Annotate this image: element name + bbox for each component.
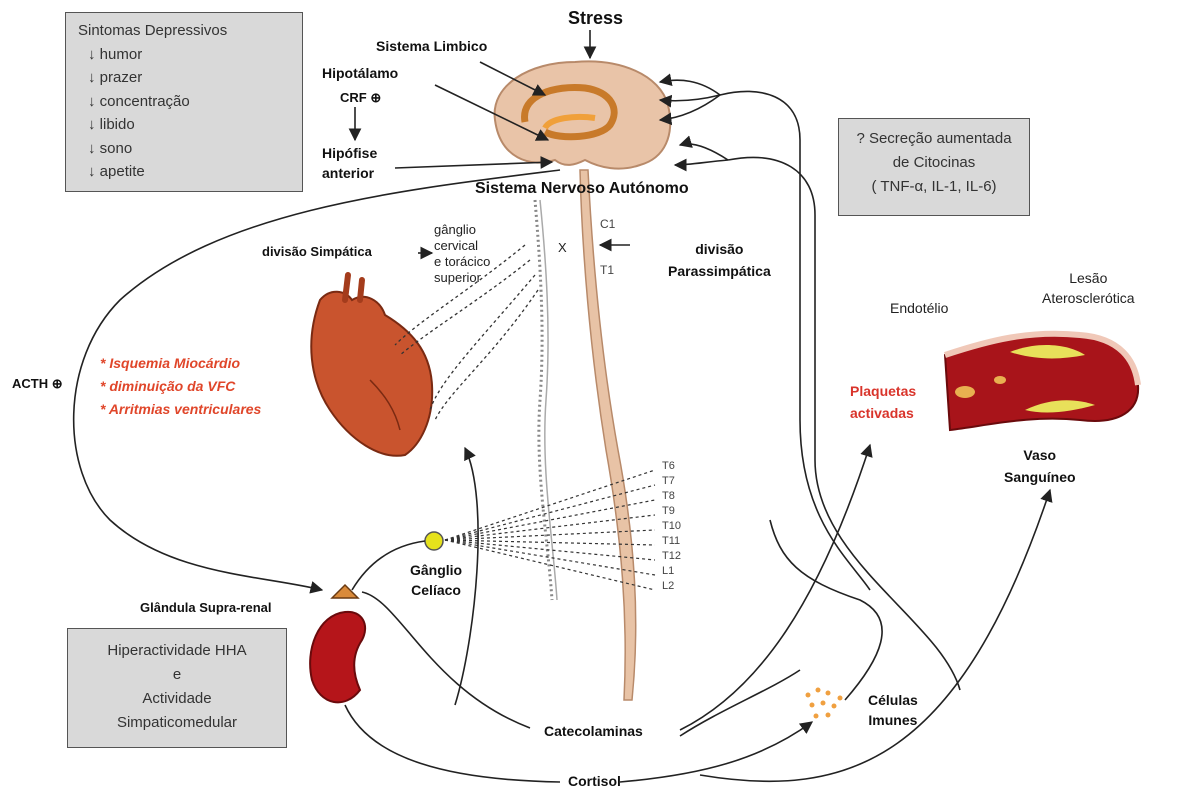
cytokines-box: ? Secreção aumentada de Citocinas ( TNF-… (838, 118, 1030, 216)
autonomic-nervous-system-label: Sistema Nervoso Autónomo (475, 180, 689, 198)
immune-cells-illustration (806, 688, 843, 719)
symptoms-list: ↓ humor ↓ prazer ↓ concentração ↓ libido… (78, 43, 302, 184)
ganglion-line: gânglio (434, 222, 490, 238)
celiac-ganglion-label: Gânglio Celíaco (410, 560, 462, 600)
cortisol-label: Cortisol (568, 773, 621, 789)
celiac-line: Celíaco (410, 580, 462, 600)
limbic-system-label: Sistema Limbico (376, 38, 487, 54)
symptom-label: libido (100, 116, 135, 133)
pituitary-line: Hipófise (322, 143, 377, 163)
symptom-label: humor (100, 46, 143, 63)
down-arrow-icon: ↓ (88, 46, 96, 63)
symptom-label: apetite (100, 163, 145, 180)
stress-label: Stress (568, 8, 623, 29)
symptoms-box: Sintomas Depressivos ↓ humor ↓ prazer ↓ … (65, 12, 303, 192)
heart-effect-item: * Isquemia Miocárdio (100, 352, 261, 375)
cytokines-line: de Citocinas (839, 151, 1029, 175)
hypothalamus-label: Hipotálamo (322, 65, 398, 81)
hha-box: Hiperactividade HHA e Actividade Simpati… (67, 628, 287, 748)
symptom-item: ↓ concentração (88, 90, 302, 114)
spinal-level-label: T1 (600, 263, 614, 277)
down-arrow-icon: ↓ (88, 140, 96, 157)
kidney-illustration (310, 585, 365, 702)
adrenal-gland-label: Glândula Supra-renal (140, 600, 271, 615)
blood-vessel-illustration (945, 334, 1138, 430)
platelets-line: Plaquetas (850, 380, 916, 402)
immune-line: Imunes (868, 710, 918, 730)
symptom-item: ↓ prazer (88, 66, 302, 90)
spinal-level-label: T10 (662, 520, 681, 532)
hha-line: Hiperactividade HHA (68, 639, 286, 663)
vessel-line: Vaso (1004, 444, 1076, 466)
ganglion-line: e torácico (434, 254, 490, 270)
parasympathetic-line: divisão (668, 238, 771, 260)
spinal-cord (580, 170, 636, 700)
symptom-label: sono (100, 140, 133, 157)
spinal-level-label: T9 (662, 505, 675, 517)
lesion-line: Lesão (1042, 268, 1135, 288)
symptoms-title: Sintomas Depressivos (78, 19, 302, 43)
heart-effect-item: * Arritmias ventriculares (100, 398, 261, 421)
brain-illustration (495, 61, 671, 168)
hha-line: e (68, 663, 286, 687)
symptom-item: ↓ humor (88, 43, 302, 67)
spinal-level-label: T12 (662, 550, 681, 562)
sympathetic-division-label: divisão Simpática (262, 244, 372, 259)
sympathetic-chain (535, 200, 552, 600)
cytokines-line: ( TNF-α, IL-1, IL-6) (839, 175, 1029, 199)
symptom-label: prazer (100, 69, 143, 86)
ganglion-line: superior (434, 270, 490, 286)
acth-label: ACTH ⊕ (12, 376, 63, 392)
immune-line: Células (868, 690, 918, 710)
ganglion-line: cervical (434, 238, 490, 254)
blood-vessel-label: Vaso Sanguíneo (1004, 444, 1076, 488)
symptom-item: ↓ libido (88, 113, 302, 137)
spinal-level-label: T11 (662, 535, 680, 547)
cervical-ganglion-label: gânglio cervical e torácico superior (434, 222, 490, 286)
pituitary-label: Hipófise anterior (322, 143, 377, 183)
symptom-label: concentração (100, 93, 190, 110)
immune-cells-label: Células Imunes (868, 690, 918, 730)
down-arrow-icon: ↓ (88, 69, 96, 86)
parasympathetic-division-label: divisão Parassimpática (668, 238, 771, 282)
spinal-level-label: T7 (662, 475, 675, 487)
spinal-level-label: L1 (662, 565, 674, 577)
platelets-line: activadas (850, 402, 916, 424)
endothelium-label: Endotélio (890, 300, 948, 316)
pituitary-line: anterior (322, 163, 377, 183)
heart-effect-item: * diminuição da VFC (100, 375, 261, 398)
spinal-level-label: L2 (662, 580, 674, 592)
hha-line: Actividade (68, 687, 286, 711)
celiac-ganglion (425, 532, 443, 550)
celiac-line: Gânglio (410, 560, 462, 580)
x-mark-label: X (558, 240, 567, 255)
atherosclerotic-lesion-label: Lesão Aterosclerótica (1042, 268, 1135, 308)
spinal-level-label: T8 (662, 490, 675, 502)
catecholamines-label: Catecolaminas (544, 723, 643, 739)
spinal-level-label: T6 (662, 460, 675, 472)
down-arrow-icon: ↓ (88, 163, 96, 180)
activated-platelets-label: Plaquetas activadas (850, 380, 916, 424)
symptom-item: ↓ sono (88, 137, 302, 161)
cytokines-line: ? Secreção aumentada (839, 127, 1029, 151)
symptom-item: ↓ apetite (88, 160, 302, 184)
crf-label: CRF ⊕ (340, 90, 381, 106)
down-arrow-icon: ↓ (88, 116, 96, 133)
vessel-line: Sanguíneo (1004, 466, 1076, 488)
hha-line: Simpaticomedular (68, 711, 286, 735)
heart-illustration (311, 275, 432, 456)
parasympathetic-line: Parassimpática (668, 260, 771, 282)
spinal-level-label: C1 (600, 217, 615, 231)
lesion-line: Aterosclerótica (1042, 288, 1135, 308)
heart-effects-list: * Isquemia Miocárdio * diminuição da VFC… (100, 352, 261, 421)
down-arrow-icon: ↓ (88, 93, 96, 110)
